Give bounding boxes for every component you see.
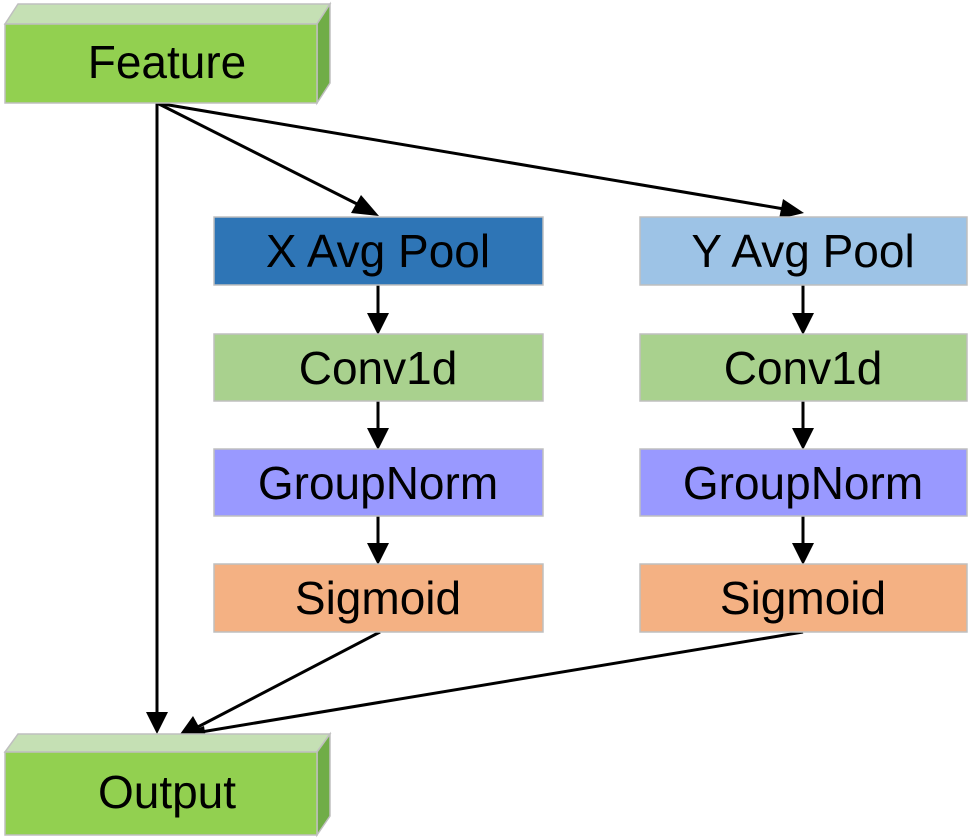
node-y-sigmoid-label: Sigmoid (720, 572, 886, 624)
node-x-conv1d: Conv1d (213, 333, 544, 402)
node-y-avg-pool-label: Y Avg Pool (691, 225, 914, 277)
arrowhead-yconv-ynorm (792, 428, 814, 450)
node-x-avg-pool-label: X Avg Pool (266, 225, 490, 277)
arrowhead-ypool-yconv (792, 313, 814, 335)
edge-xsig-output (191, 630, 381, 732)
node-x-avg-pool: X Avg Pool (213, 216, 544, 286)
node-x-sigmoid-label: Sigmoid (295, 572, 461, 624)
node-feature-label: Feature (88, 36, 247, 88)
arrowhead-feature-output (146, 712, 168, 734)
node-output-label: Output (98, 766, 236, 818)
node-y-avg-pool: Y Avg Pool (639, 216, 968, 286)
node-feature: Feature (3, 1, 332, 106)
node-x-sigmoid: Sigmoid (213, 563, 544, 633)
edge-feature-ypool (156, 101, 791, 212)
arrowhead-feature-xpool (351, 195, 379, 216)
edge-ysig-output (194, 630, 804, 735)
arrowhead-feature-ypool (779, 199, 804, 219)
arrowhead-xconv-xnorm (367, 428, 389, 450)
edges (146, 101, 814, 745)
node-y-groupnorm: GroupNorm (639, 448, 968, 517)
node-y-conv1d: Conv1d (639, 333, 968, 402)
node-output: Output (3, 731, 332, 838)
node-x-groupnorm-label: GroupNorm (258, 457, 498, 509)
arrowhead-ynorm-ysig (792, 543, 814, 565)
node-y-groupnorm-label: GroupNorm (683, 457, 923, 509)
node-y-conv1d-label: Conv1d (724, 342, 883, 394)
node-x-conv1d-label: Conv1d (299, 342, 458, 394)
arrowhead-xnorm-xsig (367, 543, 389, 565)
node-x-groupnorm: GroupNorm (213, 448, 544, 517)
edge-feature-xpool (156, 101, 366, 210)
arrowhead-xpool-xconv (367, 313, 389, 335)
node-y-sigmoid: Sigmoid (639, 563, 968, 633)
